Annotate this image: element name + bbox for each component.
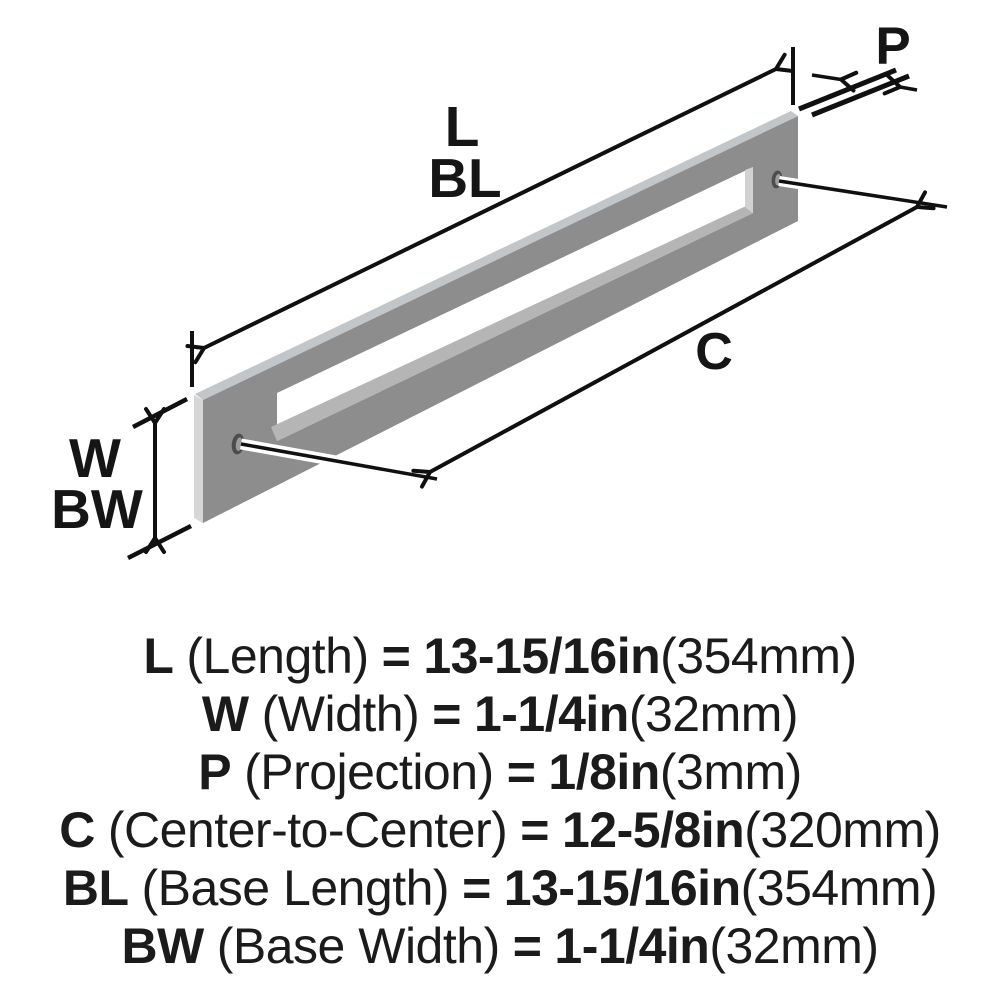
spec-descriptor: (Projection) <box>244 744 494 800</box>
spec-metric-value: (32mm) <box>709 918 879 974</box>
spec-equals: = <box>381 628 411 684</box>
spec-row-length: L(Length)=13-15/16in(354mm) <box>0 627 1000 685</box>
spec-symbol: BL <box>62 860 129 916</box>
leader-line-left-hole <box>240 438 438 485</box>
spec-descriptor: (Length) <box>186 628 369 684</box>
spec-symbol: C <box>59 802 95 858</box>
label-center-to-center: C <box>695 323 733 381</box>
label-length: L <box>445 95 480 159</box>
spec-imperial-value: 1/8in <box>548 744 660 800</box>
spec-descriptor: (Base Length) <box>141 860 450 916</box>
spec-metric-value: (3mm) <box>659 744 802 800</box>
dimension-labels: L BL P C W BW <box>51 17 911 540</box>
cutout-inner-right-edge <box>745 167 753 213</box>
label-projection: P <box>875 17 910 76</box>
spec-row-projection: P(Projection)=1/8in(3mm) <box>0 743 1000 801</box>
spec-imperial-value: 13-15/16in <box>423 628 661 684</box>
spec-symbol: W <box>201 686 249 742</box>
dimension-line-c <box>430 207 917 472</box>
spec-equals: = <box>512 918 542 974</box>
spec-descriptor: (Center-to-Center) <box>107 802 508 858</box>
spec-symbol: P <box>198 744 232 800</box>
label-base-length: BL <box>428 147 501 209</box>
leader-line-right-hole <box>778 176 948 212</box>
spec-equals: = <box>432 686 461 742</box>
spec-imperial-value: 1-1/4in <box>473 686 629 742</box>
spec-symbol: BW <box>121 918 204 974</box>
spec-imperial-value: 13-15/16in <box>503 860 741 916</box>
label-width: W <box>69 427 121 489</box>
dimension-graphics <box>126 47 918 561</box>
cutout-inner-bottom-edge <box>271 206 753 441</box>
spec-equals: = <box>506 744 536 800</box>
dimension-line-w-bw <box>126 397 193 561</box>
spec-metric-value: (354mm) <box>660 628 857 684</box>
spec-row-base-width: BW(Base Width)=1-1/4in(32mm) <box>0 917 1000 975</box>
spec-symbol: L <box>143 628 174 684</box>
spec-row-base-length: BL(Base Length)=13-15/16in(354mm) <box>0 859 1000 917</box>
spec-metric-value: (32mm) <box>628 686 799 742</box>
label-base-width: BW <box>51 478 143 540</box>
spec-equals: = <box>520 802 549 858</box>
handle-left-edge <box>194 395 203 523</box>
extension-tick <box>131 397 189 429</box>
spec-imperial-value: 12-5/8in <box>562 802 745 858</box>
dimension-line-p <box>798 67 918 118</box>
spec-row-center-to-center: C(Center-to-Center)=12-5/8in(320mm) <box>0 801 1000 859</box>
spec-metric-value: (320mm) <box>744 802 941 858</box>
spec-metric-value: (354mm) <box>740 860 938 916</box>
spec-descriptor: (Width) <box>261 686 420 742</box>
spec-descriptor: (Base Width) <box>216 918 500 974</box>
spec-equals: = <box>462 860 491 916</box>
spec-imperial-value: 1-1/4in <box>554 918 710 974</box>
spec-row-width: W(Width)=1-1/4in(32mm) <box>0 685 1000 743</box>
specification-list: L(Length)=13-15/16in(354mm) W(Width)=1-1… <box>0 627 1000 975</box>
